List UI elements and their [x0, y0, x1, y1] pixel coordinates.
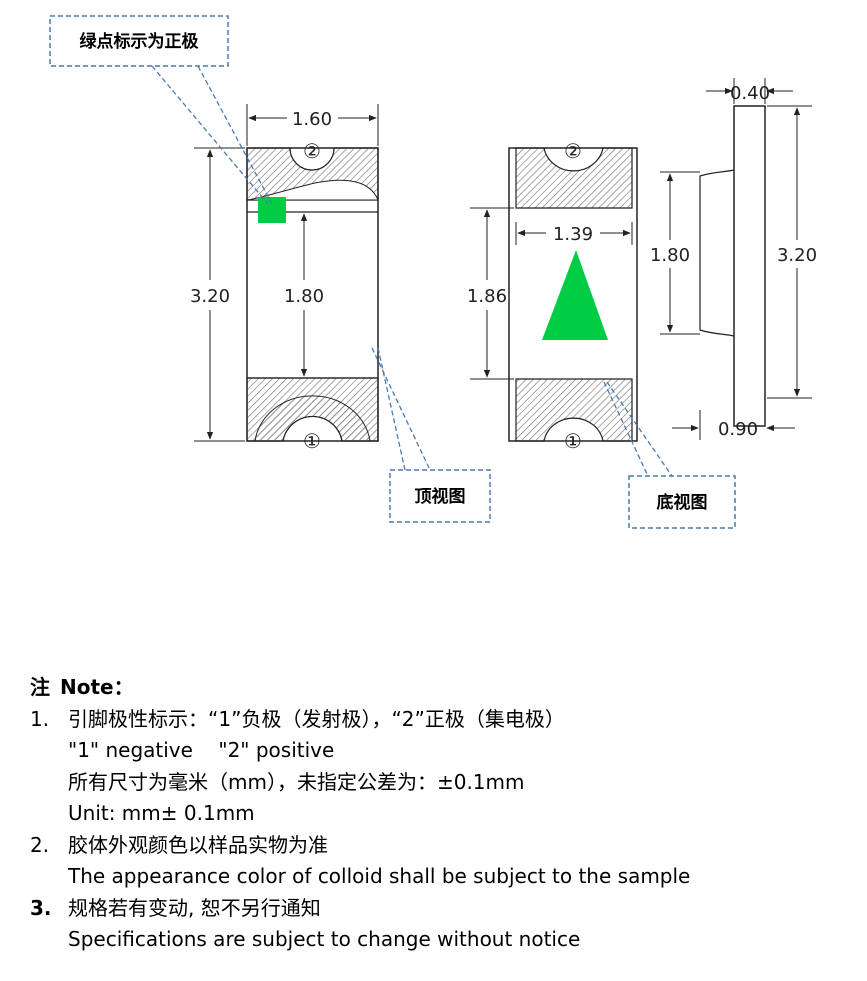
- top-pad-arc: [246, 179, 379, 201]
- bottom-pad-arc: [254, 395, 371, 442]
- note-line: "1" negative "2" positive: [68, 738, 335, 762]
- bottom-view: ② ① 1.39 1.86: [467, 139, 638, 453]
- callout-green-dot-text: 绿点标示为正极: [80, 31, 199, 52]
- top-width-dim: 1.60: [292, 109, 332, 130]
- led-dimension-drawing: ② ① 1.60 3.20 1.80 ② ① 1.39: [49, 15, 817, 529]
- notes-heading-cn: 注: [30, 675, 50, 699]
- callout-box-bottom-view: [628, 475, 736, 529]
- bottom-view-body-outline: [508, 147, 638, 442]
- side-thickness-bottom-dim: 0.90: [718, 419, 758, 440]
- notes-heading: 注 Note：: [30, 672, 850, 704]
- note-line: Specifications are subject to change wit…: [68, 927, 581, 951]
- top-view-body-outline: [246, 147, 379, 442]
- bottom-inner-width-dim: 1.39: [553, 224, 593, 245]
- side-view: 0.40 1.80 3.20 0.90: [650, 78, 817, 440]
- note-line: 所有尺寸为毫米（mm），未指定公差为：±0.1mm: [68, 769, 525, 794]
- leader-line: [151, 65, 269, 205]
- note-item-1: 1. 引脚极性标示：“1”负极（发射极），“2”正极（集电极） "1" nega…: [30, 704, 850, 830]
- notes-section: 注 Note： 1. 引脚极性标示：“1”负极（发射极），“2”正极（集电极） "…: [30, 672, 850, 956]
- side-view-lens: [699, 169, 735, 337]
- note-number: 2.: [30, 832, 50, 857]
- top-height-dim: 3.20: [190, 286, 230, 307]
- leader-line: [371, 347, 431, 471]
- note-line: The appearance color of colloid shall be…: [68, 864, 691, 888]
- side-inner-dim: 1.80: [650, 245, 690, 266]
- pin-1-label-top: ①: [303, 429, 321, 453]
- green-anode-dot: [258, 197, 286, 223]
- side-view-body: [733, 105, 766, 427]
- callouts: 绿点标示为正极 顶视图 底视图: [49, 15, 736, 529]
- pin-2-label-top: ②: [303, 139, 321, 163]
- leader-line: [606, 381, 673, 477]
- note-line: 引脚极性标示：“1”负极（发射极），“2”正极（集电极）: [68, 706, 565, 731]
- top-view: ② ① 1.60 3.20 1.80: [190, 104, 379, 453]
- notes-heading-en: Note：: [60, 675, 134, 699]
- callout-bottom-view-text: 底视图: [657, 492, 708, 513]
- note-number: 1.: [30, 706, 50, 731]
- leader-line: [377, 347, 406, 471]
- pin-2-label-bottom: ②: [564, 139, 582, 163]
- leader-line: [603, 381, 649, 477]
- note-line: 胶体外观颜色以样品实物为准: [68, 832, 328, 857]
- leader-line: [197, 65, 273, 205]
- side-thickness-top-dim: 0.40: [730, 83, 770, 104]
- pin-1-label-bottom: ①: [564, 429, 582, 453]
- bottom-height-dim: 1.86: [467, 286, 507, 307]
- note-line: Unit: mm± 0.1mm: [68, 801, 255, 825]
- bottom-view-bottom-pad: [515, 378, 633, 442]
- callout-top-view-text: 顶视图: [415, 486, 466, 507]
- callout-box-green-dot: [49, 15, 229, 67]
- side-height-dim: 3.20: [777, 245, 817, 266]
- note-number: 3.: [30, 895, 52, 920]
- note-item-2: 2. 胶体外观颜色以样品实物为准 The appearance color of…: [30, 830, 850, 893]
- top-inner-dim: 1.80: [284, 286, 324, 307]
- bottom-view-top-pad: [515, 147, 633, 209]
- green-triangle-marker: [542, 250, 608, 340]
- note-item-3: 3. 规格若有变动, 恕不另行通知 Specifications are sub…: [30, 893, 850, 956]
- callout-box-top-view: [389, 469, 491, 523]
- note-line: 规格若有变动, 恕不另行通知: [68, 895, 321, 920]
